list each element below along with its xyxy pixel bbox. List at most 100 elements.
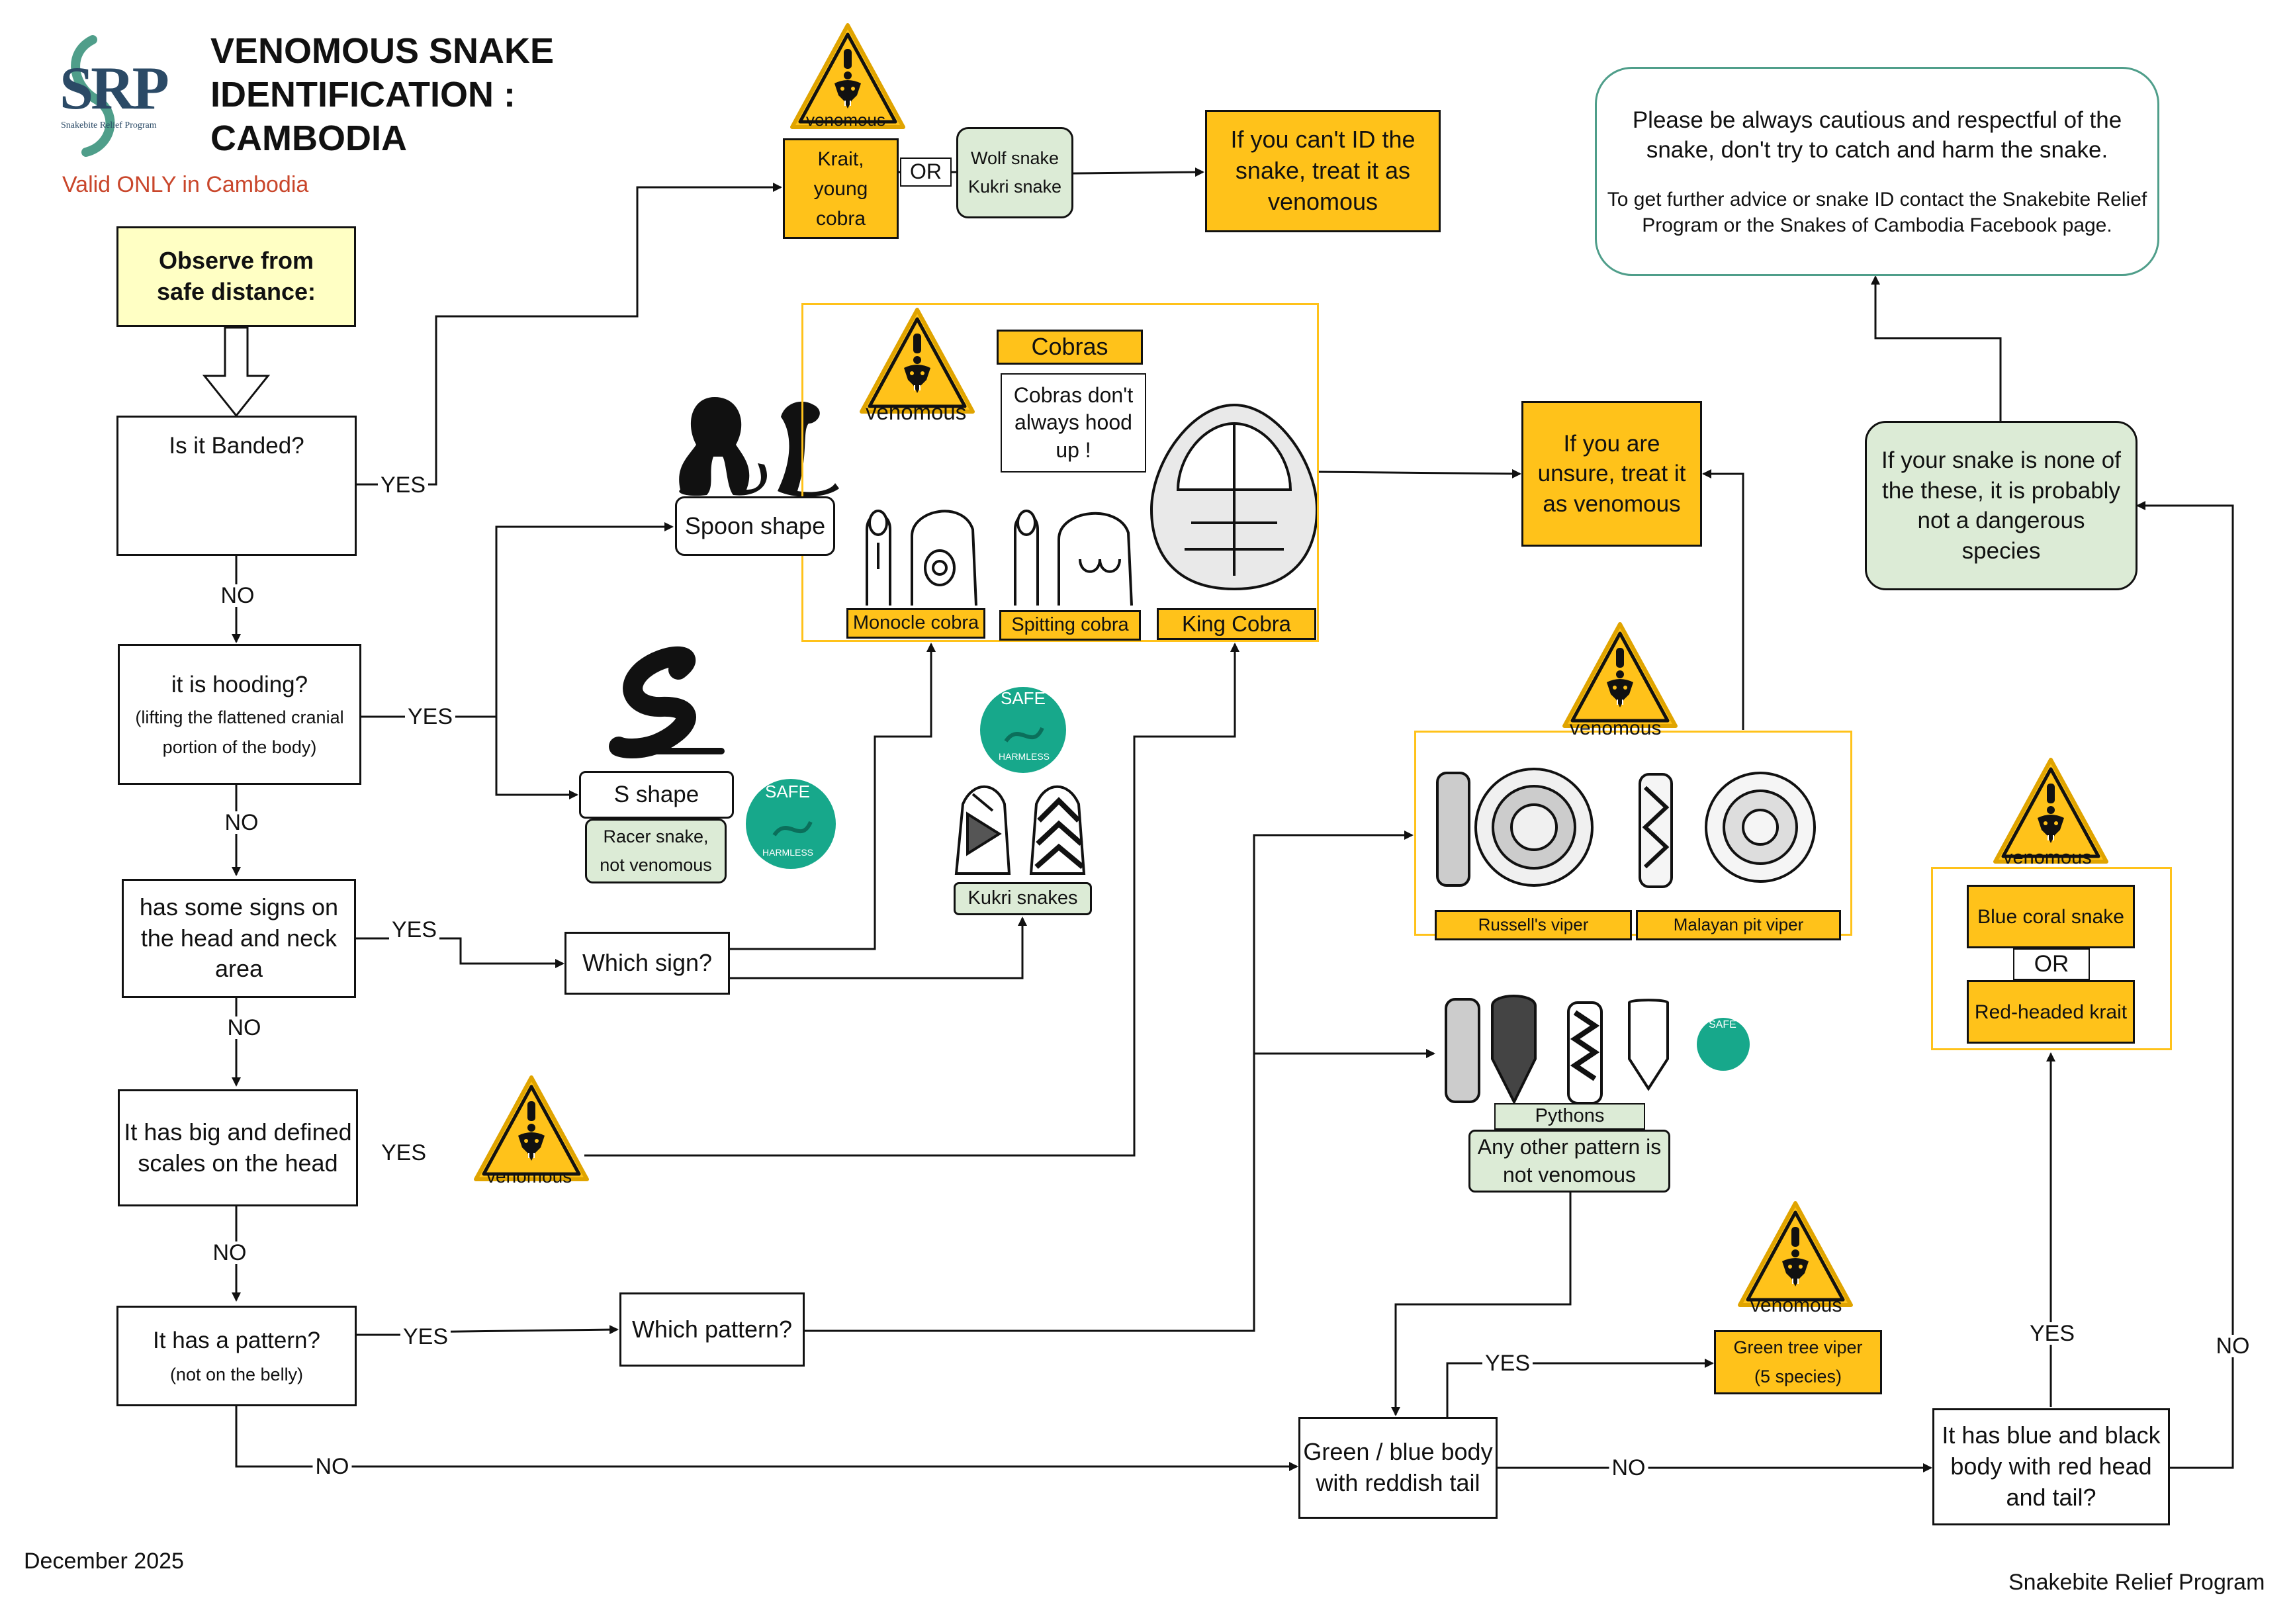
none-of-these-box: If your snake is none of the these, it i…: [1865, 421, 2138, 590]
observe-line-1: Observe from: [158, 247, 314, 275]
cant-id-box: If you can't ID the snake, treat it as v…: [1205, 110, 1441, 232]
edge-label-yes: YES: [378, 1142, 429, 1164]
none-line-2: the these, it is probably: [1882, 477, 2120, 504]
hollow-arrow: [202, 326, 271, 418]
title-line-2: IDENTIFICATION :: [210, 75, 516, 114]
blue-black-line-1: It has blue and black: [1942, 1421, 2161, 1449]
pattern-question-sub: (not on the belly): [169, 1365, 304, 1385]
signs-line-1: has some signs on: [139, 893, 339, 921]
edge-label-no: NO: [210, 1241, 249, 1264]
signs-question-box: has some signs on the head and neck area: [122, 879, 356, 998]
badge-venomous-label: venomous: [2003, 847, 2092, 868]
cobra-note-line-2: always hood: [1014, 410, 1132, 435]
edge-label-no: NO: [224, 1016, 264, 1039]
king-cobra-label: King Cobra: [1157, 608, 1316, 640]
cobra-head-illustrations: [866, 510, 1133, 606]
other-pattern-line-1: Any other pattern is: [1477, 1134, 1662, 1159]
green-tree-viper-box: Green tree viper (5 species): [1714, 1330, 1882, 1394]
note-line-2: snake, don't try to catch and harm the s…: [1646, 137, 2108, 163]
racer-snake-box: Racer snake, not venomous: [585, 819, 727, 883]
footer-label: Snakebite Relief Program: [2008, 1570, 2265, 1595]
page-subtitle: Valid ONLY in Cambodia: [62, 172, 309, 197]
viper-pattern-illustrations: [1436, 768, 1816, 888]
date-label: December 2025: [24, 1549, 184, 1574]
coral-krait-group-frame: [1931, 867, 2172, 1050]
harmless-badge-label: HARMLESS: [762, 847, 814, 858]
none-line-3: not a dangerous: [1917, 508, 2085, 533]
hooding-question-box: it is hooding? (lifting the flattened cr…: [118, 644, 361, 785]
or-label-top: OR: [900, 158, 952, 187]
srp-logo: SRP: [60, 54, 169, 122]
other-pattern-line-2: not venomous: [1502, 1162, 1636, 1187]
edge-label-no: NO: [222, 811, 261, 834]
pythons-label: Pythons: [1494, 1103, 1645, 1130]
none-line-4: species: [1961, 537, 2041, 564]
signs-line-2: the head and neck: [140, 924, 338, 952]
banded-question-text: Is it Banded?: [169, 433, 304, 459]
wolf-kukri-box: Wolf snake Kukri snake: [956, 127, 1073, 218]
safe-badge-label: SAFE: [1709, 1019, 1736, 1030]
edge-label-no: NO: [218, 584, 257, 607]
russells-viper-label: Russell's viper: [1435, 910, 1632, 940]
none-line-1: If your snake is none of: [1881, 447, 2121, 473]
green-blue-question-box: Green / blue body with reddish tail: [1298, 1417, 1498, 1519]
cobra-note-line-3: up !: [1056, 437, 1091, 462]
srp-logo-ring-text: Snakebite Relief Program: [61, 120, 157, 130]
edge-label-no: NO: [1609, 1457, 1648, 1479]
observe-line-2: safe distance:: [156, 278, 316, 305]
hooded-cobra-illustration: [679, 397, 839, 497]
pattern-question-box: It has a pattern? (not on the belly): [116, 1306, 357, 1406]
or-label-right: OR: [2013, 948, 2090, 980]
badge-venomous-label: venomous: [866, 400, 967, 424]
signs-line-3: area: [214, 955, 263, 983]
venomous-warning-icon: [1740, 1203, 1851, 1305]
safe-badge-icon: [746, 687, 1750, 1071]
cant-id-line-3: venomous: [1267, 187, 1378, 215]
cant-id-line-1: If you can't ID the: [1230, 126, 1416, 154]
hooding-question-sub-1: (lifting the flattened cranial: [135, 707, 344, 728]
which-pattern-box: Which pattern?: [619, 1292, 805, 1367]
venomous-warning-icon: [1995, 760, 2106, 862]
edge-label-yes: YES: [2026, 1322, 2078, 1345]
green-blue-line-2: with reddish tail: [1316, 1469, 1480, 1496]
edge-label-yes: YES: [400, 1326, 451, 1348]
s-shape-box: S shape: [579, 771, 734, 819]
harmless-badge-label: HARMLESS: [999, 751, 1050, 762]
green-tree-viper-line-1: Green tree viper: [1733, 1337, 1863, 1358]
edge-label-yes: YES: [1482, 1352, 1533, 1375]
safe-badge-label: SAFE: [765, 782, 810, 801]
racer-line-1: Racer snake,: [603, 826, 709, 846]
spoon-shape-box: Spoon shape: [675, 496, 835, 556]
banded-question-box: Is it Banded?: [116, 416, 357, 556]
blue-coral-snake-box: Blue coral snake: [1967, 885, 2135, 948]
red-headed-krait-box: Red-headed krait: [1967, 980, 2135, 1044]
python-pattern-illustrations: [1445, 995, 1669, 1105]
badge-venomous-label: venomous: [486, 1166, 572, 1187]
scales-question-box: It has big and defined scales on the hea…: [118, 1089, 358, 1206]
s-shape-snake-illustration: [609, 646, 725, 758]
page-title: VENOMOUS SNAKE IDENTIFICATION : CAMBODIA: [210, 29, 554, 160]
edge-label-yes: YES: [377, 474, 429, 496]
cobras-group-frame: [801, 303, 1319, 642]
spitting-cobra-label: Spitting cobra: [999, 610, 1141, 641]
which-sign-box: Which sign?: [564, 932, 730, 995]
cobra-note-line-1: Cobras don't: [1013, 383, 1134, 407]
blue-black-question-box: It has blue and black body with red head…: [1932, 1408, 2170, 1525]
hooding-question-sub-2: portion of the body): [162, 737, 317, 758]
wolf-line-1: Wolf snake: [970, 148, 1059, 168]
unsure-line-2: unsure, treat it: [1537, 461, 1686, 487]
unsure-box: If you are unsure, treat it as venomous: [1521, 401, 1702, 547]
badge-venomous-label: venomous: [1750, 1294, 1842, 1316]
title-line-3: CAMBODIA: [210, 118, 407, 158]
malayan-pit-viper-label: Malayan pit viper: [1636, 910, 1841, 940]
cant-id-line-2: snake, treat it as: [1235, 157, 1411, 185]
krait-line-3: cobra: [815, 207, 866, 230]
scales-line-2: scales on the head: [138, 1149, 338, 1177]
racer-line-2: not venomous: [600, 855, 712, 875]
vipers-group-frame: [1414, 731, 1852, 936]
edge-label-no: NO: [2213, 1335, 2253, 1357]
unsure-line-3: as venomous: [1543, 490, 1681, 517]
blue-black-line-2: body with red head: [1950, 1453, 2152, 1480]
note-line-4: Program or the Snakes of Cambodia Facebo…: [1642, 214, 2112, 236]
edge-label-yes: YES: [404, 705, 456, 728]
